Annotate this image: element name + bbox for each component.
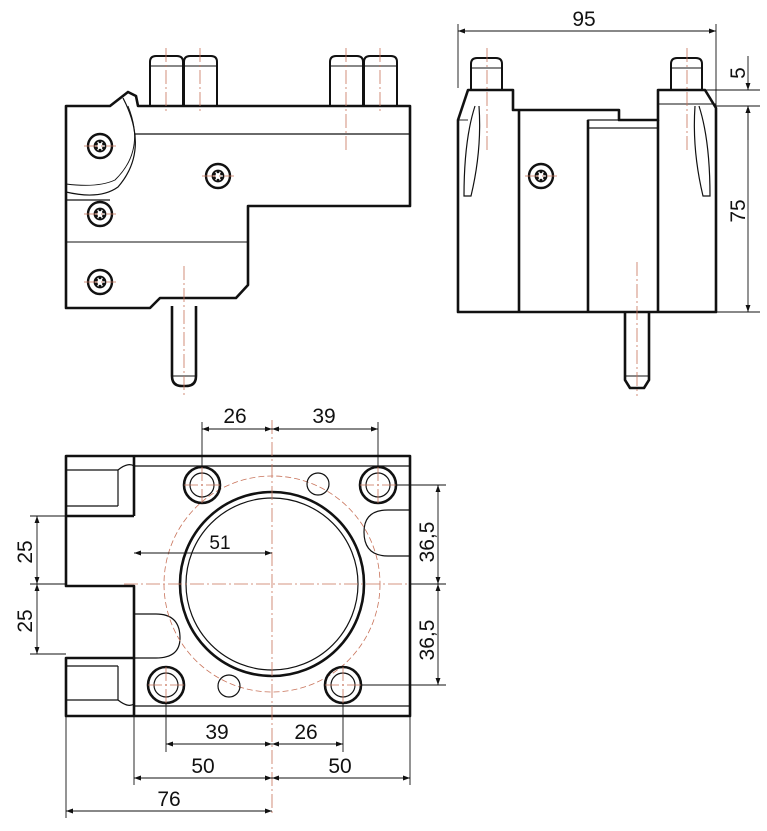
- dim-overall-left: 76: [157, 788, 180, 811]
- dim-body-height: 75: [727, 199, 750, 222]
- pin-6: [670, 57, 703, 90]
- dim-half-left: 50: [191, 755, 214, 778]
- front-view-top-pins: [149, 55, 398, 105]
- dim-top-left-offset: 26: [223, 405, 246, 428]
- pin-2: [183, 55, 218, 105]
- pin-5: [470, 57, 503, 90]
- dim-pin-height: 5: [727, 67, 750, 79]
- dim-side-lower: 25: [14, 609, 37, 632]
- pin-1: [149, 55, 184, 105]
- right-slot: [363, 509, 410, 557]
- front-view: [64, 48, 412, 396]
- pin-4: [363, 55, 398, 105]
- left-slot: [134, 613, 181, 659]
- front-view-body: [64, 90, 412, 310]
- pin-3: [329, 55, 364, 105]
- dim-bottom-left-offset: 39: [205, 721, 228, 744]
- dowel-hole-bottom: [217, 674, 241, 698]
- side-view: 95 5 75: [456, 8, 760, 396]
- dowel-hole-top: [306, 472, 330, 496]
- dim-bore-radius: 51: [209, 533, 230, 554]
- dim-width-total: 95: [572, 8, 595, 31]
- dim-bottom-right-offset: 26: [294, 721, 317, 744]
- dim-right-upper: 36,5: [416, 522, 439, 563]
- dim-side-upper: 25: [14, 540, 37, 563]
- dim-half-right: 50: [328, 755, 351, 778]
- top-view: 26 39 51 25 25 36,5 36,5 39 26 50 5: [14, 405, 446, 818]
- dim-top-right-offset: 39: [312, 405, 335, 428]
- side-view-body: [456, 88, 718, 314]
- dim-right-lower: 36,5: [416, 620, 439, 661]
- side-view-shank: [623, 312, 651, 390]
